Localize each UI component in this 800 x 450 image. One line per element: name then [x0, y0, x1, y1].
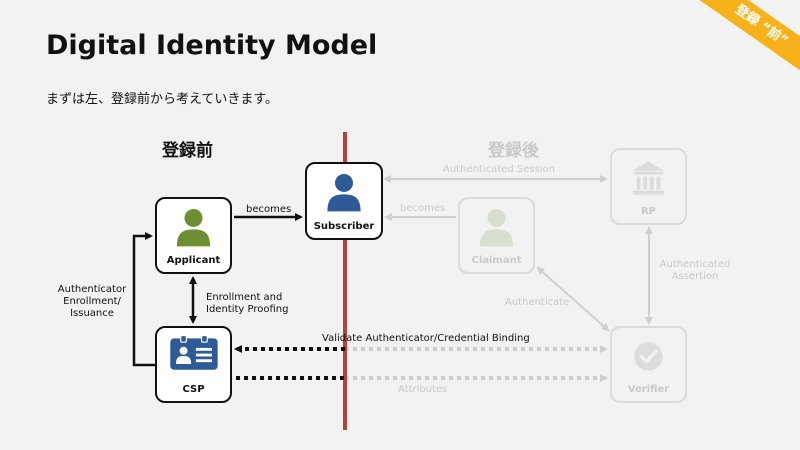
bank-icon	[632, 161, 665, 195]
section-heading-before: 登録前	[162, 141, 213, 161]
label-authenticated-assertion-line-2: Assertion	[671, 271, 719, 282]
label-becomes-right: becomes	[400, 203, 446, 214]
label-authenticator-issuance-line-3: Issuance	[70, 308, 114, 319]
label-authenticate: Authenticate	[505, 297, 570, 308]
label-enrollment-line-1: Enrollment and	[206, 292, 283, 303]
label-authenticator-issuance-line-2: Enrollment/	[63, 296, 121, 307]
label-authenticator-issuance-line-1: Authenticator	[57, 284, 127, 295]
arrow-authenticator-issuance	[132, 232, 155, 367]
check-circle-icon	[634, 342, 663, 371]
label-enrollment: Enrollment and Identity Proofing	[206, 292, 288, 316]
person-icon	[176, 208, 211, 247]
label-authenticated-assertion-line-1: Authenticated	[659, 259, 731, 270]
section-heading-after: 登録後	[488, 141, 539, 161]
page-title: Digital Identity Model	[46, 30, 378, 61]
label-authenticated-session: Authenticated Session	[443, 164, 556, 175]
node-claimant-label: Claimant	[471, 255, 522, 266]
arrow-authenticate	[536, 266, 610, 332]
node-csp: CSP	[155, 326, 232, 403]
label-authenticator-issuance: Authenticator Enrollment/ Issuance	[56, 284, 128, 320]
node-rp: RP	[610, 148, 687, 225]
node-verifier: Verifier	[610, 326, 687, 403]
id-card-icon	[170, 335, 218, 370]
node-verifier-label: Verifier	[627, 384, 670, 395]
node-subscriber: Subscriber	[305, 162, 383, 240]
person-icon	[479, 208, 514, 247]
node-applicant: Applicant	[155, 197, 232, 274]
label-authenticated-assertion: Authenticated Assertion	[655, 259, 735, 283]
label-enrollment-line-2: Identity Proofing	[206, 304, 289, 315]
node-subscriber-label: Subscriber	[313, 221, 375, 232]
label-validate-text: Validate Authenticator/Credential Bindin…	[322, 333, 530, 344]
label-attributes: Attributes	[398, 384, 448, 395]
node-csp-label: CSP	[182, 384, 205, 395]
node-rp-label: RP	[640, 206, 657, 217]
person-icon	[327, 173, 361, 212]
page-subtitle: まずは左、登録前から考えていきます。	[46, 92, 279, 107]
label-becomes-left: becomes	[246, 204, 292, 215]
node-applicant-label: Applicant	[166, 255, 221, 266]
label-validate: Validate Authenticator/Credential Bindin…	[322, 333, 530, 345]
node-claimant: Claimant	[458, 197, 535, 274]
